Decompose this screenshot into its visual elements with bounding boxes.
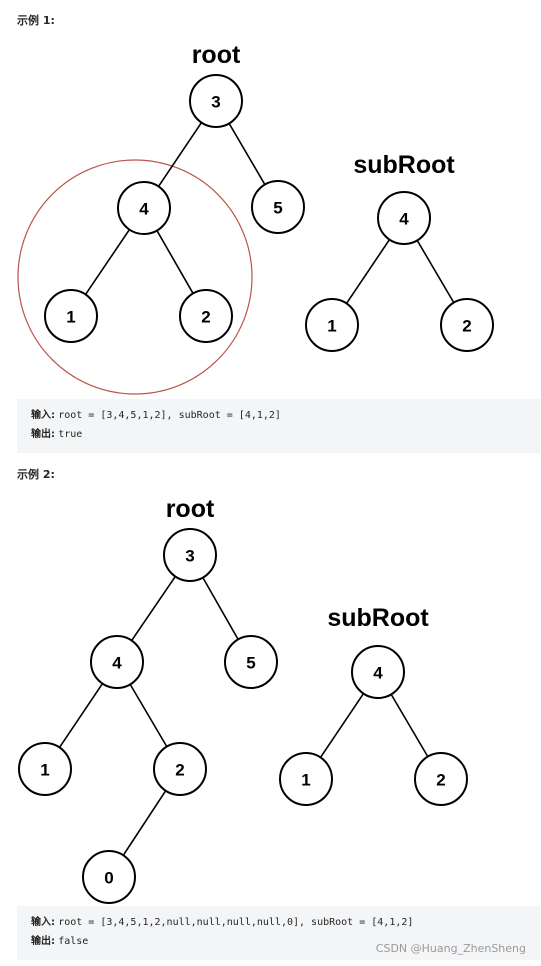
root-tree-edge [129,683,168,748]
subroot-tree-edge [416,239,455,304]
example-2-diagram: root subRoot 3 4 5 1 2 0 4 1 2 [18,495,468,904]
root-tree-node: 4 [117,181,171,235]
root-tree-node-circle [189,74,243,128]
root-tree-node-value: 1 [66,308,75,327]
example-2-heading: 示例 2: [17,468,55,481]
root-tree-node-circle [251,180,305,234]
root-tree-node-circle [18,742,72,796]
root-tree-node-circle [153,742,207,796]
input-label: 输入: [31,410,55,421]
root-tree-node-value: 2 [201,308,210,327]
root-tree-edge [228,123,266,185]
root-tree-node: 1 [44,289,98,343]
output-label: 输出: [31,936,55,947]
subroot-tree-edges [319,693,429,758]
subroot-tree-title: subRoot [327,604,429,632]
root-tree-node-circle [163,528,217,582]
root-tree-node: 4 [90,635,144,689]
input-label: 输入: [31,917,55,928]
subroot-tree-node-circle [305,298,359,352]
csdn-watermark: CSDN @Huang_ZhenSheng [375,942,526,955]
root-tree-node-value: 3 [211,93,220,112]
subroot-tree-node-circle [377,191,431,245]
subroot-tree-node-value: 4 [373,664,383,683]
example-2-output-line: 输出: false [31,932,526,951]
subroot-tree-node-circle [414,752,468,806]
example-1-io-block: 输入: root = [3,4,5,1,2], subRoot = [4,1,2… [17,399,540,453]
root-tree-nodes: 3 4 5 1 2 [44,74,305,343]
root-tree-node-value: 0 [104,869,113,888]
root-tree-nodes: 3 4 5 1 2 0 [18,528,278,904]
root-tree-node: 1 [18,742,72,796]
root-tree-node-value: 5 [246,654,255,673]
subroot-tree-node-circle [279,752,333,806]
subroot-tree-edge [345,239,391,304]
root-tree-node-value: 2 [175,761,184,780]
output-value: false [58,936,89,947]
root-tree-title: root [192,41,241,69]
subroot-tree-edge [319,693,365,758]
root-tree-node: 3 [163,528,217,582]
root-tree-node-value: 4 [139,200,149,219]
subroot-tree-node: 2 [414,752,468,806]
subroot-tree-title: subRoot [353,151,455,179]
root-tree-node: 2 [179,289,233,343]
output-label: 输出: [31,429,55,440]
root-tree-node-value: 3 [185,547,194,566]
subroot-tree-node-value: 2 [462,317,471,336]
input-value: root = [3,4,5,1,2,null,null,null,null,0]… [58,917,414,928]
root-tree-node: 0 [82,850,136,904]
subroot-tree-node-value: 4 [399,210,409,229]
example-1-input-line: 输入: root = [3,4,5,1,2], subRoot = [4,1,2… [31,406,526,425]
subroot-tree-node-circle [440,298,494,352]
root-tree-edge [58,683,104,748]
subroot-tree-node-circle [351,645,405,699]
subroot-tree-node: 1 [305,298,359,352]
root-tree-edges [84,122,266,295]
root-tree-edge [84,229,131,295]
root-tree-node-circle [224,635,278,689]
root-tree-edge [157,122,203,187]
root-tree-title: root [166,495,215,523]
root-tree-node: 5 [251,180,305,234]
subroot-tree-node-value: 1 [301,771,310,790]
input-value: root = [3,4,5,1,2], subRoot = [4,1,2] [58,410,281,421]
root-tree-node: 2 [153,742,207,796]
root-tree-node-circle [117,181,171,235]
root-tree-edge [122,790,167,856]
root-tree-node: 3 [189,74,243,128]
output-value: true [58,429,83,440]
subtree-highlight-circle [17,159,253,395]
example-1-output-line: 输出: true [31,425,526,444]
example-2-io-block: 输入: root = [3,4,5,1,2,null,null,null,nul… [17,906,540,960]
root-tree-edges [58,576,239,856]
subroot-tree-node: 4 [377,191,431,245]
subroot-tree-edge [390,693,429,758]
root-tree-edge [202,577,239,640]
root-tree-node-value: 5 [273,199,282,218]
subroot-tree-nodes: 4 1 2 [279,645,468,806]
subroot-tree-edges [345,239,455,304]
subroot-tree-node: 1 [279,752,333,806]
root-tree-node-circle [82,850,136,904]
root-tree-edge [156,230,194,294]
root-tree-node-circle [44,289,98,343]
root-tree-node: 5 [224,635,278,689]
subroot-tree-node: 2 [440,298,494,352]
subroot-tree-node-value: 2 [436,771,445,790]
example-1-heading: 示例 1: [17,14,55,27]
root-tree-edge [130,576,177,641]
root-tree-node-circle [179,289,233,343]
root-tree-node-value: 4 [112,654,122,673]
root-tree-node-value: 1 [40,761,49,780]
subroot-tree-node-value: 1 [327,317,336,336]
root-tree-node-circle [90,635,144,689]
example-2-input-line: 输入: root = [3,4,5,1,2,null,null,null,nul… [31,913,526,932]
subroot-tree-nodes: 4 1 2 [305,191,494,352]
example-1-diagram: root subRoot 3 4 5 1 2 4 1 2 [17,41,494,395]
subroot-tree-node: 4 [351,645,405,699]
